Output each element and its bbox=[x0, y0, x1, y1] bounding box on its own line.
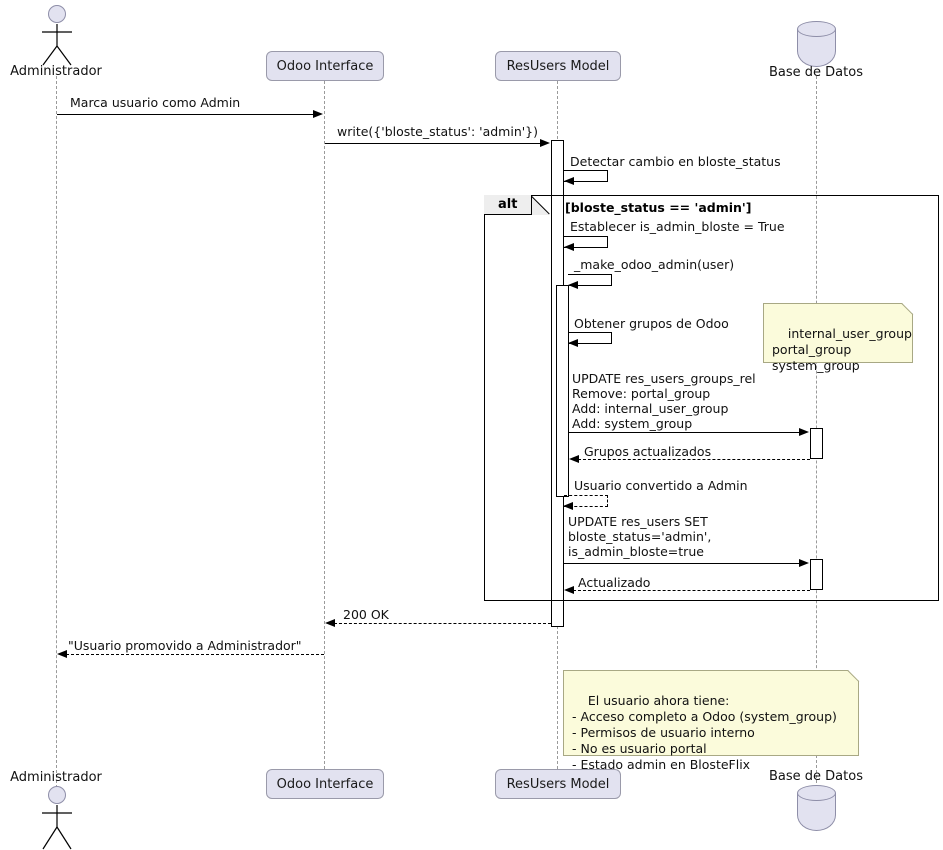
message-label-update-res-users: UPDATE res_users SET bloste_status='admi… bbox=[568, 514, 712, 559]
message-arrowhead-usuario-promovido bbox=[57, 650, 67, 658]
participant-box-resusers-model-top[interactable]: ResUsers Model bbox=[495, 51, 621, 81]
message-selfloop-obtener-grupos bbox=[568, 332, 612, 344]
message-line-update-res-users bbox=[564, 563, 801, 564]
message-line-actualizado bbox=[573, 590, 810, 591]
participant-label-administrador-bottom: Administrador bbox=[10, 770, 102, 785]
activation-db-update bbox=[810, 559, 823, 590]
actor-head-icon-bottom bbox=[48, 786, 66, 804]
note-groups-fold-icon bbox=[902, 303, 913, 314]
database-cylinder-top-ellipse-top bbox=[797, 21, 836, 37]
participant-label-resusers-model-top: ResUsers Model bbox=[506, 58, 610, 74]
message-arrowhead-actualizado bbox=[564, 586, 574, 594]
note-summary-text: El usuario ahora tiene: - Acceso complet… bbox=[572, 693, 837, 772]
message-label-200-ok: 200 OK bbox=[343, 607, 389, 622]
actor-body-icon-bottom bbox=[42, 805, 72, 850]
participant-label-odoo-interface-top: Odoo Interface bbox=[276, 58, 374, 74]
message-line-marca-usuario bbox=[57, 114, 315, 115]
activation-resusers-model-nested bbox=[556, 285, 569, 497]
message-arrowhead-obtener-grupos bbox=[568, 339, 578, 347]
message-arrowhead-make-odoo-admin bbox=[568, 281, 578, 289]
lifeline-administrador bbox=[56, 76, 57, 788]
alt-fragment-operator-label: alt bbox=[498, 197, 518, 212]
message-label-usuario-promovido: "Usuario promovido a Administrador" bbox=[68, 638, 302, 653]
message-label-obtener-grupos: Obtener grupos de Odoo bbox=[574, 316, 729, 331]
message-arrowhead-usuario-convertido bbox=[563, 502, 573, 510]
participant-box-odoo-interface-top[interactable]: Odoo Interface bbox=[266, 51, 384, 81]
note-summary-fold-icon bbox=[848, 670, 859, 681]
message-arrowhead-update-groups-rel bbox=[799, 428, 809, 436]
alt-fragment-frame bbox=[484, 195, 939, 601]
activation-db-groups bbox=[810, 428, 823, 459]
participant-label-base-de-datos-bottom: Base de Datos bbox=[769, 769, 863, 784]
message-arrowhead-grupos-actualizados bbox=[569, 455, 579, 463]
message-label-actualizado: Actualizado bbox=[578, 575, 651, 590]
message-line-update-groups-rel bbox=[569, 432, 801, 433]
alt-fragment-tab: alt bbox=[484, 195, 532, 215]
message-line-write-bloste-status bbox=[325, 143, 542, 144]
message-label-usuario-convertido: Usuario convertido a Admin bbox=[574, 478, 748, 493]
message-selfloop-usuario-convertido bbox=[564, 495, 608, 507]
message-label-detectar-cambio: Detectar cambio en bloste_status bbox=[570, 154, 781, 169]
note-groups: internal_user_group portal_group system_… bbox=[763, 303, 913, 373]
message-selfloop-make-odoo-admin bbox=[568, 274, 612, 286]
message-label-write-bloste-status: write({'bloste_status': 'admin'}) bbox=[337, 124, 539, 139]
participant-box-odoo-interface-bottom[interactable]: Odoo Interface bbox=[266, 769, 384, 799]
message-label-marca-usuario: Marca usuario como Admin bbox=[70, 95, 241, 110]
message-line-grupos-actualizados bbox=[578, 459, 810, 460]
message-arrowhead-detectar-cambio bbox=[564, 177, 574, 185]
message-label-establecer-is-admin: Establecer is_admin_bloste = True bbox=[570, 219, 785, 234]
message-arrowhead-establecer-is-admin bbox=[564, 243, 574, 251]
participant-label-odoo-interface-bottom: Odoo Interface bbox=[276, 776, 374, 792]
message-arrowhead-marca-usuario bbox=[313, 110, 323, 118]
participant-label-base-de-datos-top: Base de Datos bbox=[769, 65, 863, 80]
message-selfloop-establecer-is-admin bbox=[564, 236, 608, 248]
participant-label-resusers-model-bottom: ResUsers Model bbox=[506, 776, 610, 792]
message-arrowhead-update-res-users bbox=[799, 559, 809, 567]
actor-body-icon bbox=[42, 24, 72, 66]
lifeline-odoo-interface bbox=[324, 81, 325, 769]
note-summary: El usuario ahora tiene: - Acceso complet… bbox=[563, 670, 859, 772]
message-selfloop-detectar-cambio bbox=[564, 170, 608, 182]
note-groups-text: internal_user_group portal_group system_… bbox=[772, 326, 912, 373]
alt-fragment-tab-notch bbox=[532, 197, 550, 215]
participant-label-administrador-top: Administrador bbox=[10, 64, 102, 79]
alt-fragment-guard-label: [bloste_status == 'admin'] bbox=[565, 200, 752, 215]
actor-head-icon bbox=[48, 5, 66, 23]
participant-box-resusers-model-bottom[interactable]: ResUsers Model bbox=[495, 769, 621, 799]
message-arrowhead-write-bloste-status bbox=[540, 139, 550, 147]
message-label-grupos-actualizados: Grupos actualizados bbox=[584, 444, 712, 459]
database-cylinder-top-ellipse-bottom bbox=[797, 785, 836, 801]
message-line-usuario-promovido bbox=[66, 654, 324, 655]
message-label-make-odoo-admin: _make_odoo_admin(user) bbox=[574, 257, 735, 272]
message-label-update-groups-rel: UPDATE res_users_groups_rel Remove: port… bbox=[572, 371, 756, 431]
message-line-200-ok bbox=[334, 623, 551, 624]
message-arrowhead-200-ok bbox=[325, 619, 335, 627]
